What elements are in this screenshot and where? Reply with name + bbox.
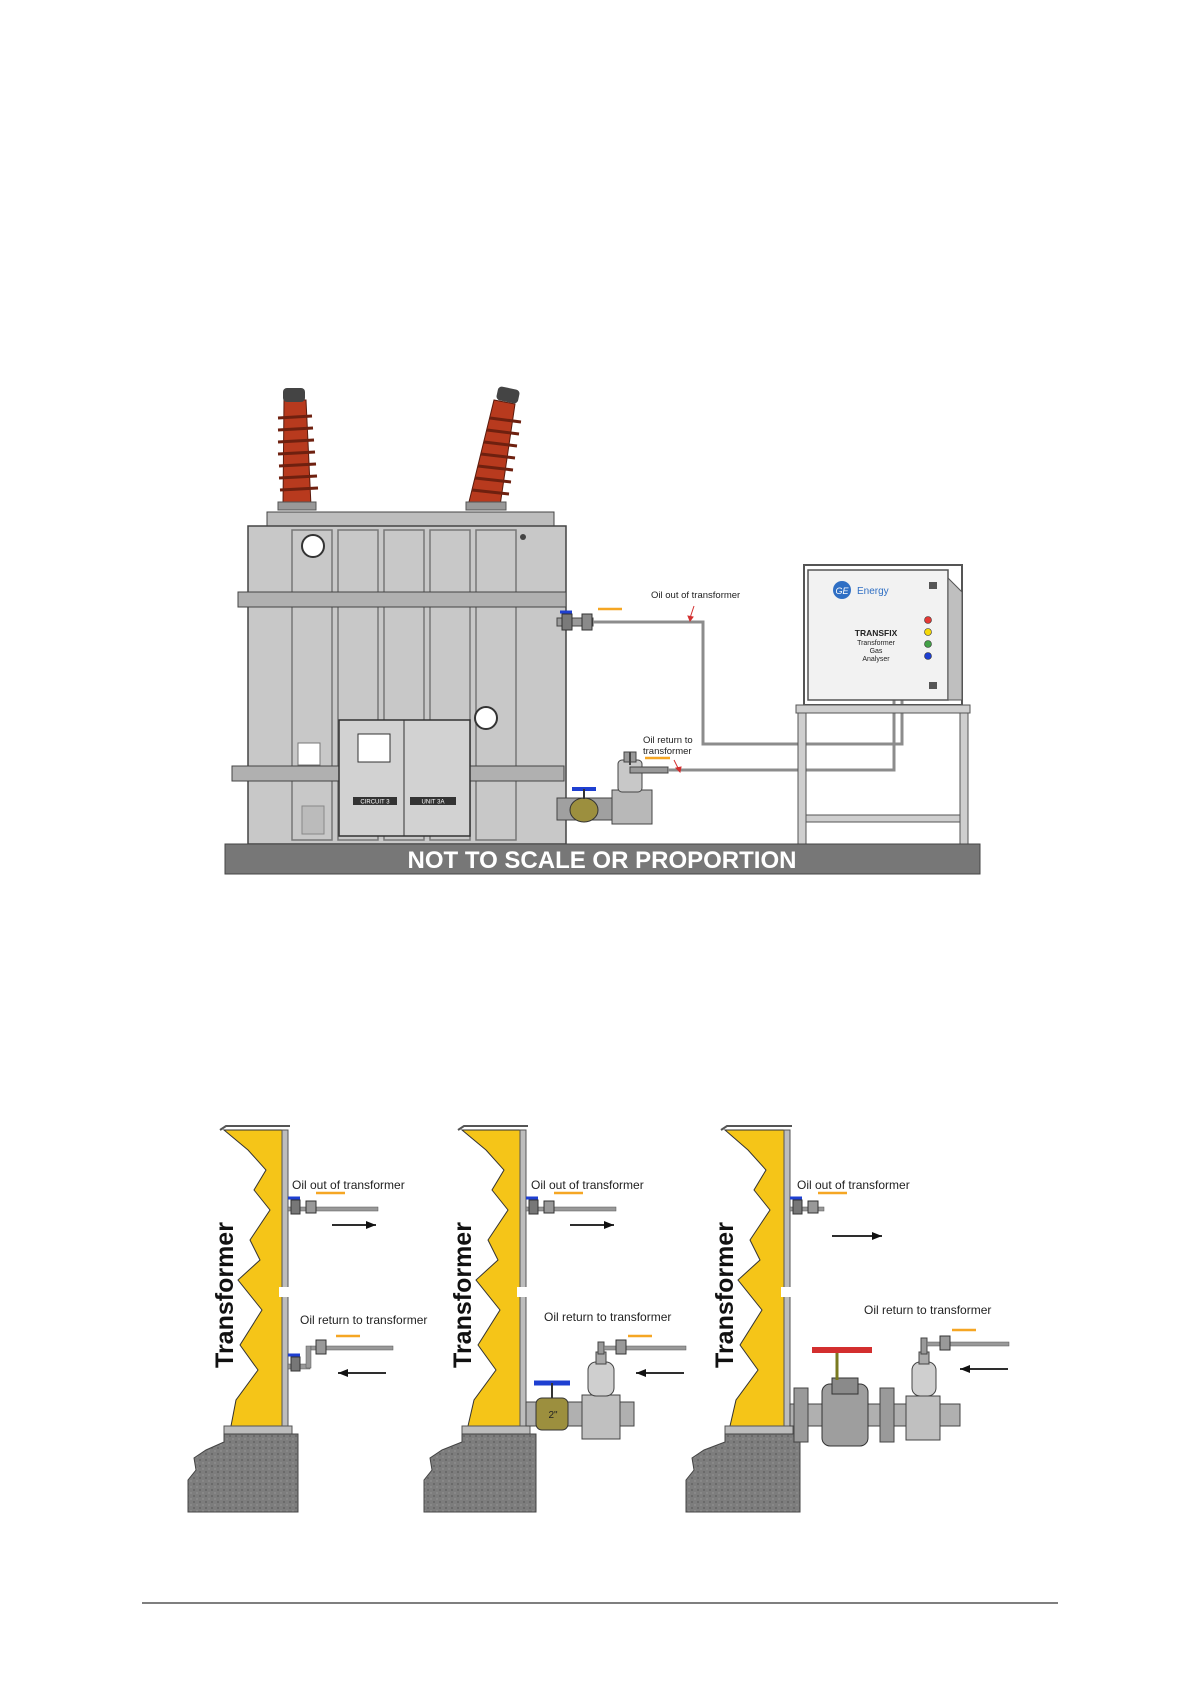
oil-return-assembly bbox=[789, 1328, 1010, 1447]
oil-out-label: Oil out of transformer bbox=[651, 590, 740, 601]
oil-out-valve bbox=[789, 1191, 882, 1240]
main-diagram: CIRCUIT 3 UNIT 3A bbox=[224, 386, 981, 875]
oil-out-label: Oil out of transformer bbox=[531, 1178, 644, 1192]
scale-banner: NOT TO SCALE OR PROPORTION bbox=[408, 847, 797, 874]
oil-return-label: Oil return to transformer bbox=[864, 1303, 991, 1317]
side-label: Transformer bbox=[711, 1222, 739, 1368]
bushing-left bbox=[277, 388, 319, 511]
bushing-right bbox=[465, 386, 522, 511]
status-led bbox=[924, 616, 932, 624]
status-leds bbox=[924, 616, 932, 660]
status-led bbox=[924, 652, 932, 660]
ground-base bbox=[224, 843, 981, 875]
oil-out-label: Oil out of transformer bbox=[797, 1178, 910, 1192]
oil-return-label: transformer bbox=[643, 746, 692, 757]
side-label: Transformer bbox=[211, 1222, 239, 1368]
status-led bbox=[924, 628, 932, 636]
oil-return-assembly bbox=[556, 751, 670, 825]
valve-size-label: 2" bbox=[548, 1410, 558, 1421]
analyser-desc: Transformer bbox=[857, 640, 896, 647]
svg-text:GE: GE bbox=[835, 586, 849, 596]
detail-panel-3: Oil out of transformer Oil return to tra… bbox=[685, 1125, 1010, 1513]
cabinet-label: UNIT 3A bbox=[422, 800, 445, 806]
oil-out-valve bbox=[287, 1191, 379, 1229]
status-led bbox=[924, 640, 932, 648]
oil-return-assembly: 2" bbox=[525, 1334, 687, 1440]
oil-return-label: Oil return to transformer bbox=[544, 1310, 671, 1324]
oil-out-valve bbox=[525, 1191, 617, 1229]
control-cabinet: CIRCUIT 3 UNIT 3A bbox=[338, 719, 471, 837]
detail-panel-1: Oil out of transformer Oil return to tra… bbox=[187, 1125, 427, 1513]
side-label: Transformer bbox=[449, 1222, 477, 1368]
analyser-product: TRANSFIX bbox=[855, 628, 898, 638]
flow-arrows bbox=[673, 605, 695, 774]
detail-panel-2: 2" Oil out of transformer Oil return to … bbox=[423, 1125, 687, 1513]
analyser-desc: Gas bbox=[870, 648, 883, 655]
analyser-desc: Analyser bbox=[862, 656, 890, 663]
oil-out-label: Oil out of transformer bbox=[292, 1178, 405, 1192]
oil-return-label: Oil return to bbox=[643, 735, 693, 746]
oil-out-valve bbox=[556, 607, 622, 631]
analyser-brand: Energy bbox=[857, 586, 889, 597]
gauge-icon bbox=[474, 706, 498, 730]
gas-analyser: GE Energy TRANSFIX Transformer Gas Analy… bbox=[803, 564, 963, 706]
analyser-stand bbox=[795, 704, 971, 846]
sample-pipes bbox=[593, 620, 904, 772]
ge-logo-icon bbox=[833, 581, 851, 599]
cabinet-label: CIRCUIT 3 bbox=[360, 800, 390, 806]
gauge-icon bbox=[301, 534, 325, 558]
oil-return-valve bbox=[287, 1334, 394, 1377]
warning-sign bbox=[297, 742, 321, 766]
oil-return-label: Oil return to transformer bbox=[300, 1313, 427, 1327]
